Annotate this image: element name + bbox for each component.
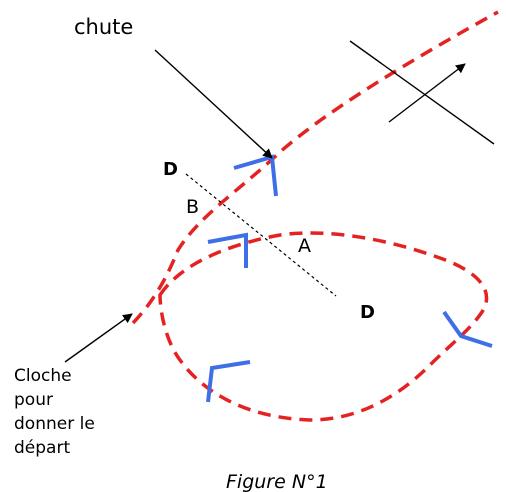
wind-arrow [388,63,466,123]
figure-caption: Figure N°1 [226,471,328,492]
start-bell-label: Cloche pour donner le départ [14,366,95,458]
start-bell-line-2: pour [14,390,53,410]
buoy-mark-bottom [206,360,251,403]
point-d-right-label: D [360,302,375,323]
dd-dotted-line [185,173,337,297]
chute-label: chute [74,15,133,39]
start-bell-line-4: départ [14,438,70,458]
start-bell-arrow [64,313,133,363]
start-bell-line-1: Cloche [14,366,72,386]
chute-arrow [154,49,273,159]
point-b-label: B [186,196,199,218]
point-a-label: A [298,235,311,257]
start-bell-line-3: donner le [14,414,95,434]
chute-course-line [131,10,499,325]
buoy-mark-a [207,232,248,268]
point-d-top-label: D [163,159,178,180]
crossing-line [349,40,495,145]
buoy-mark-right [442,310,493,348]
